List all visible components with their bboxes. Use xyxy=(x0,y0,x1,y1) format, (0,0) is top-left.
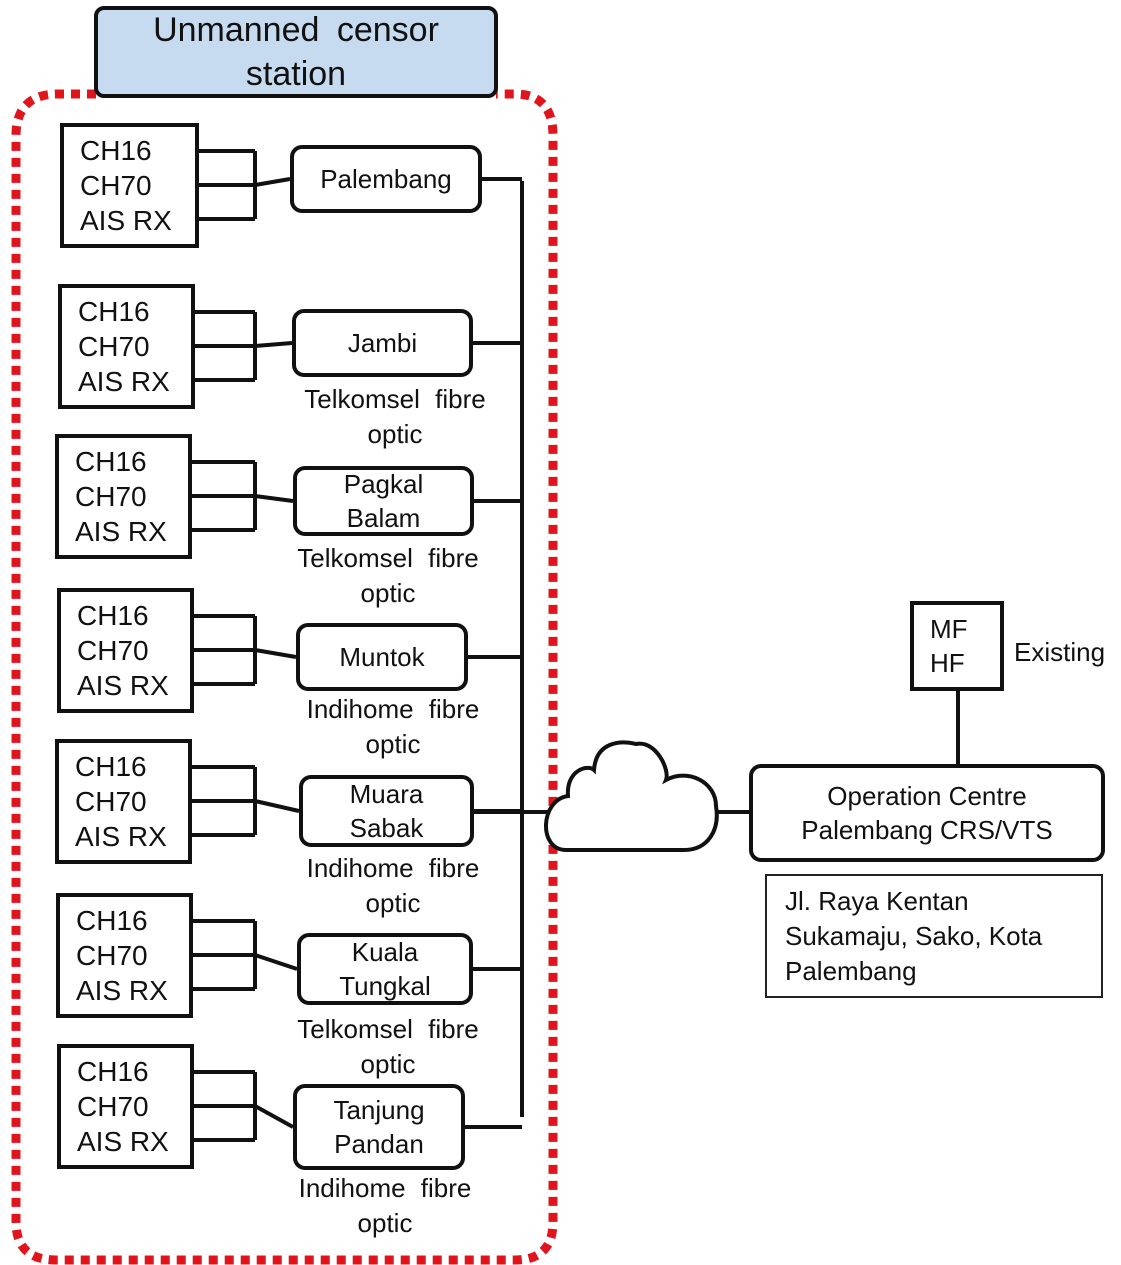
caption-caption2: optic xyxy=(365,729,421,759)
channel-label-1: CH16 xyxy=(75,751,147,782)
network-cloud-icon xyxy=(544,740,719,852)
operation-centre-line-2: Palembang CRS/VTS xyxy=(801,815,1053,845)
address-line-3: Palembang xyxy=(785,956,917,986)
station-name-line2: Tungkal xyxy=(339,971,431,1001)
connection-caption: Telkomsel fibre optic xyxy=(285,382,505,452)
caption-caption1: Indihome fibre xyxy=(298,1173,472,1203)
caption-caption1: Indihome fibre xyxy=(306,694,480,724)
station-box: Jambi xyxy=(292,309,473,377)
station-name-line1: Muntok xyxy=(339,642,425,672)
station-name-line2: Sabak xyxy=(349,813,424,843)
station-name-line1: Kuala xyxy=(351,937,419,967)
caption-caption2: optic xyxy=(367,419,423,449)
station-name-line1: Muara xyxy=(349,779,424,809)
connection-caption: Indihome fibre optic xyxy=(275,1171,495,1241)
operation-centre-line-1: Operation Centre xyxy=(827,781,1027,811)
address-box: Jl. Raya Kentan Sukamaju, Sako, Kota Pal… xyxy=(765,874,1103,998)
channel-label-3: AIS RX xyxy=(76,975,168,1006)
channel-label-3: AIS RX xyxy=(77,670,169,701)
connection-caption: Telkomsel fibre optic xyxy=(278,541,498,611)
station-name-line2: Pandan xyxy=(334,1129,424,1159)
channel-label-3: AIS RX xyxy=(80,205,172,236)
caption-caption1: Telkomsel fibre xyxy=(304,384,486,414)
caption-caption2: optic xyxy=(360,1049,416,1079)
bracket-to-station xyxy=(254,648,297,659)
hf-label: HF xyxy=(930,648,965,678)
channel-label-3: AIS RX xyxy=(77,1126,169,1157)
connection-caption: Indihome fibre optic xyxy=(283,692,503,762)
caption-caption2: optic xyxy=(357,1208,413,1238)
bracket-to-station xyxy=(254,341,293,348)
station-name-line1: Palembang xyxy=(320,164,452,194)
mf-hf-box: MF HF xyxy=(910,601,1004,691)
channel-label-2: CH70 xyxy=(75,481,147,512)
station-name-line2: Balam xyxy=(346,503,421,533)
bracket-to-station xyxy=(254,799,300,813)
title-line-1: Unmanned censor xyxy=(153,11,439,49)
caption-caption1: Indihome fibre xyxy=(306,853,480,883)
channel-label-1: CH16 xyxy=(78,296,150,327)
address-line-1: Jl. Raya Kentan xyxy=(785,886,969,916)
caption-caption2: optic xyxy=(360,578,416,608)
channel-label-1: CH16 xyxy=(77,600,149,631)
channel-label-2: CH70 xyxy=(77,635,149,666)
channel-label-1: CH16 xyxy=(76,905,148,936)
channel-label-2: CH70 xyxy=(76,940,148,971)
station-name-line1: Tanjung xyxy=(333,1095,425,1125)
channel-label-1: CH16 xyxy=(77,1056,149,1087)
unmanned-station-title: Unmanned censor station xyxy=(94,6,498,98)
connection-caption: Indihome fibre optic xyxy=(283,851,503,921)
connection-caption: Telkomsel fibre optic xyxy=(278,1012,498,1082)
bracket-to-station xyxy=(254,177,291,187)
channel-label-3: AIS RX xyxy=(78,366,170,397)
channel-label-2: CH70 xyxy=(78,331,150,362)
channel-label-3: AIS RX xyxy=(75,821,167,852)
station-name-line1: Jambi xyxy=(347,328,418,358)
bracket-to-station xyxy=(254,1104,294,1129)
existing-label: Existing xyxy=(1014,637,1106,667)
channel-label-1: CH16 xyxy=(75,446,147,477)
station-group-boundary xyxy=(11,89,558,1265)
channel-label-2: CH70 xyxy=(77,1091,149,1122)
address-line-2: Sukamaju, Sako, Kota xyxy=(785,921,1043,951)
bracket-to-station xyxy=(254,494,294,503)
station-box: Muntok xyxy=(296,623,468,691)
channel-label-2: CH70 xyxy=(80,170,152,201)
station-box: Palembang xyxy=(290,145,482,213)
station-name-line1: Pagkal xyxy=(343,469,424,499)
mf-label: MF xyxy=(930,614,968,644)
caption-caption1: Telkomsel fibre xyxy=(297,543,479,573)
channel-label-1: CH16 xyxy=(80,135,152,166)
caption-caption2: optic xyxy=(365,888,421,918)
channel-label-2: CH70 xyxy=(75,786,147,817)
title-line-2: station xyxy=(245,55,347,93)
caption-caption1: Telkomsel fibre xyxy=(297,1014,479,1044)
operation-centre-box: Operation Centre Palembang CRS/VTS xyxy=(749,764,1105,862)
bracket-to-station xyxy=(254,953,298,971)
channel-label-3: AIS RX xyxy=(75,516,167,547)
